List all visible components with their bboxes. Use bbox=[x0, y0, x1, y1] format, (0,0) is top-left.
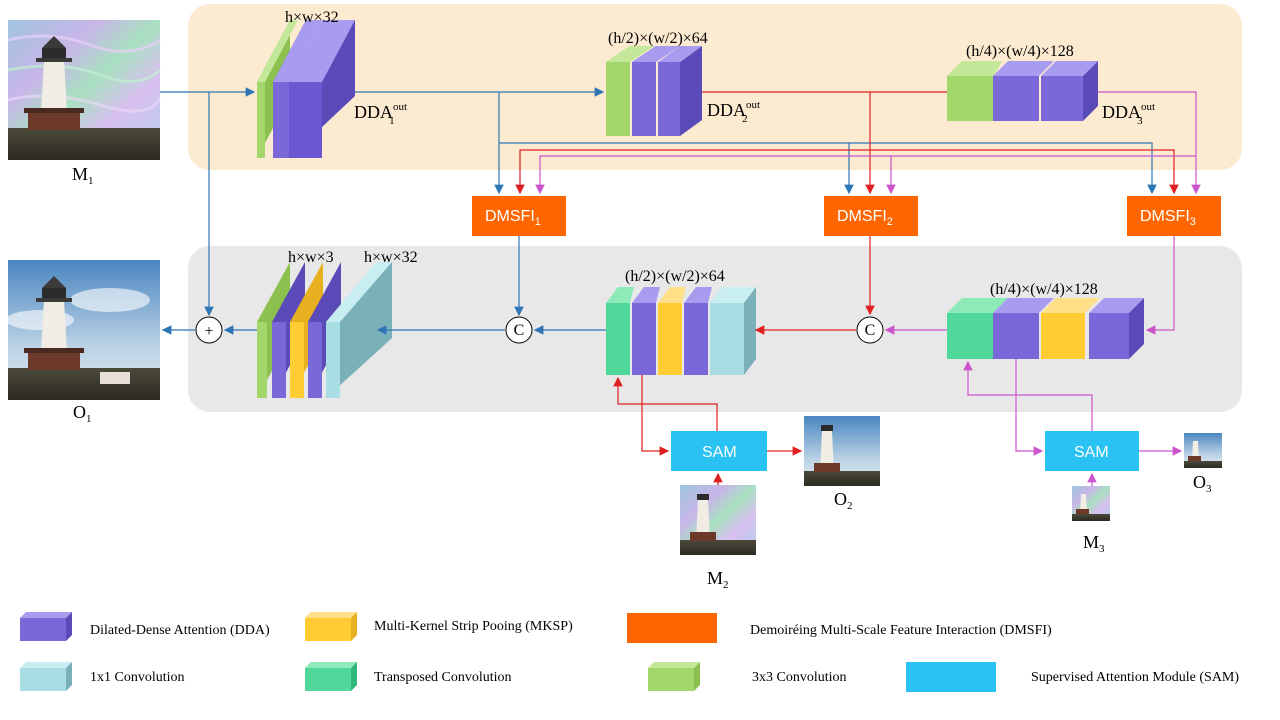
output-image-o1 bbox=[6, 260, 160, 400]
concat-op-1-label: C bbox=[514, 322, 525, 339]
enc1-dda-block-2 bbox=[289, 20, 355, 158]
m3-label: M3 bbox=[1083, 532, 1105, 555]
sam-3-label: SAM bbox=[1074, 444, 1109, 461]
m2-label: M2 bbox=[707, 568, 729, 591]
dec3-blocks bbox=[947, 298, 1144, 359]
dmsfi-2-label: DMSFI2 bbox=[837, 208, 893, 228]
svg-text:Demoiréing Multi-Scale Feature: Demoiréing Multi-Scale Feature Interacti… bbox=[750, 623, 1052, 638]
red-arrows bbox=[515, 91, 1179, 485]
legend-item-mksp: Multi-Kernel Strip Pooing (MKSP) bbox=[305, 612, 573, 641]
svg-text:1x1 Convolution: 1x1 Convolution bbox=[90, 670, 185, 685]
dmsfi-3-label: DMSFI3 bbox=[1140, 208, 1196, 228]
svg-text:Transposed Convolution: Transposed Convolution bbox=[374, 670, 512, 685]
encoder-region bbox=[188, 4, 1242, 170]
concat-op-1 bbox=[505, 316, 533, 344]
sam-2-label: SAM bbox=[702, 444, 737, 461]
legend-item-conv3x3: 3x3 Convolution bbox=[648, 662, 847, 691]
blue-arrows bbox=[160, 87, 1157, 335]
enc3-dda-block bbox=[993, 61, 1054, 121]
svg-text:Dilated-Dense Attention (DDA): Dilated-Dense Attention (DDA) bbox=[90, 623, 270, 638]
dec2-blocks bbox=[606, 287, 756, 375]
svg-text:3x3 Convolution: 3x3 Convolution bbox=[752, 670, 847, 685]
sam-3-box bbox=[1045, 431, 1139, 471]
dec3-dim: (h/4)×(w/4)×128 bbox=[990, 281, 1098, 298]
svg-text:Multi-Kernel Strip Pooing (MKS: Multi-Kernel Strip Pooing (MKSP) bbox=[374, 619, 573, 634]
svg-text:Supervised Attention Module (S: Supervised Attention Module (SAM) bbox=[1031, 670, 1239, 685]
enc3-dim: (h/4)×(w/4)×128 bbox=[966, 43, 1074, 60]
enc2-dda-block bbox=[632, 46, 680, 136]
dec2-dim: (h/2)×(w/2)×64 bbox=[625, 268, 725, 285]
legend-item-dmsfi: Demoiréing Multi-Scale Feature Interacti… bbox=[627, 613, 1052, 643]
input-image-m2 bbox=[680, 485, 756, 555]
enc2-conv3x3-block bbox=[606, 46, 654, 136]
concat-op-2 bbox=[856, 316, 884, 344]
legend-item-tconv: Transposed Convolution bbox=[305, 662, 512, 691]
sam-2-box bbox=[671, 431, 767, 471]
dmsfi-1-box bbox=[472, 196, 566, 236]
dmsfi-1-label: DMSFI1 bbox=[485, 208, 541, 228]
input-image-m1 bbox=[7, 20, 162, 160]
enc2-dim: (h/2)×(w/2)×64 bbox=[608, 30, 708, 47]
output-image-o2 bbox=[804, 416, 880, 486]
o1-label: O1 bbox=[73, 402, 92, 425]
legend-item-conv1x1: 1x1 Convolution bbox=[20, 662, 185, 691]
o2-label: O2 bbox=[834, 489, 853, 512]
enc3-dda-block-2 bbox=[1041, 61, 1098, 121]
dec1-blocks bbox=[257, 262, 392, 398]
enc2-dda-block-2 bbox=[658, 46, 702, 136]
input-image-m3 bbox=[1072, 486, 1110, 521]
dmsfi-3-box bbox=[1127, 196, 1221, 236]
output-image-o3 bbox=[1184, 433, 1222, 468]
enc1-dim: h×w×32 bbox=[285, 9, 339, 26]
enc3-conv3x3-block bbox=[947, 61, 1002, 121]
add-op bbox=[195, 316, 223, 344]
legend: Dilated-Dense Attention (DDA) Multi-Kern… bbox=[20, 612, 1239, 692]
dec1a-dim: h×w×3 bbox=[288, 249, 334, 266]
o3-label: O3 bbox=[1193, 472, 1212, 495]
dmsfi-2-box bbox=[824, 196, 918, 236]
legend-item-sam: Supervised Attention Module (SAM) bbox=[906, 662, 1239, 692]
dec1b-dim: h×w×32 bbox=[364, 249, 418, 266]
concat-op-2-label: C bbox=[865, 322, 876, 339]
legend-item-dda: Dilated-Dense Attention (DDA) bbox=[20, 612, 270, 641]
m1-label: M1 bbox=[72, 164, 94, 187]
magenta-arrows bbox=[535, 91, 1201, 486]
add-op-label: + bbox=[204, 323, 213, 340]
